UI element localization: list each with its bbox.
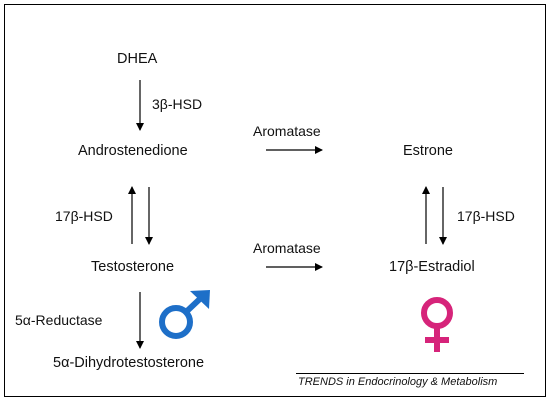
figure-frame xyxy=(4,4,546,397)
journal-rule xyxy=(296,373,524,374)
compound-testosterone: Testosterone xyxy=(91,259,175,275)
compound-androstenedione: Androstenedione xyxy=(78,143,188,159)
enzyme-17b-hsd-left: 17β-HSD xyxy=(55,208,113,224)
compound-estrone: Estrone xyxy=(403,143,453,159)
enzyme-17b-hsd-right: 17β-HSD xyxy=(457,208,515,224)
male-symbol-icon xyxy=(159,290,210,339)
enzyme-aromatase-bottom: Aromatase xyxy=(253,240,321,256)
compound-dht: 5α-Dihydrotestosterone xyxy=(53,355,205,371)
compound-dhea: DHEA xyxy=(117,51,158,67)
journal-credit: TRENDS in Endocrinology & Metabolism xyxy=(298,376,498,388)
female-symbol-icon xyxy=(421,297,453,352)
enzyme-aromatase-top: Aromatase xyxy=(253,123,321,139)
enzyme-3b-hsd: 3β-HSD xyxy=(152,96,203,112)
compound-estradiol: 17β-Estradiol xyxy=(389,259,475,275)
enzyme-5a-reductase: 5α-Reductase xyxy=(15,312,103,328)
